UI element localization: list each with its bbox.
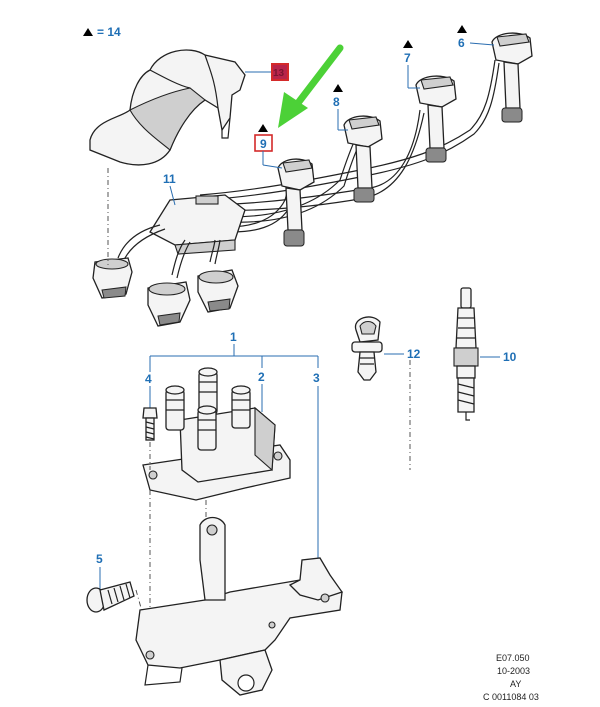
reference-line-3: AY — [510, 679, 521, 689]
callout-13[interactable]: 13 — [271, 63, 289, 81]
callout-4[interactable]: 4 — [145, 372, 152, 386]
drawing-reference: E07.050 10-2003 AY C 0011084 03 — [483, 653, 539, 702]
coil-bolt — [142, 407, 158, 441]
callout-9-label: 9 — [260, 137, 267, 151]
callout-6-triangle-icon — [457, 25, 467, 33]
reference-line-2: 10-2003 — [497, 666, 530, 676]
legend-triangle-icon — [83, 28, 93, 36]
green-pointer-arrow-icon — [278, 44, 344, 128]
plug-boot-8 — [343, 115, 383, 203]
callout-6[interactable]: 6 — [458, 36, 465, 50]
callout-10[interactable]: 10 — [503, 350, 517, 364]
lead-clip — [351, 316, 383, 381]
reference-line-1: E07.050 — [496, 653, 530, 663]
callout-1[interactable]: 1 — [230, 330, 237, 344]
coil-mounting-bracket — [135, 516, 344, 696]
callout-5[interactable]: 5 — [96, 552, 103, 566]
ignition-lead-set — [92, 59, 500, 327]
legend-text: = 14 — [97, 25, 121, 39]
plug-boot-6 — [491, 32, 533, 123]
reference-line-4: C 0011084 03 — [483, 692, 539, 702]
callout-7-triangle-icon — [403, 40, 413, 48]
bracket-bolt — [86, 581, 135, 613]
callout-7[interactable]: 7 — [404, 51, 411, 65]
callout-8-triangle-icon — [333, 84, 343, 92]
callout-13-label: 13 — [273, 68, 285, 79]
spark-plug — [453, 287, 479, 421]
callout-9[interactable]: 9 — [254, 134, 273, 152]
legend: = 14 — [83, 25, 121, 39]
callout-12[interactable]: 12 — [407, 347, 421, 361]
callout-8[interactable]: 8 — [333, 95, 340, 109]
callout-3[interactable]: 3 — [313, 371, 320, 385]
callout-2[interactable]: 2 — [258, 370, 265, 384]
plug-boot-9 — [277, 158, 315, 247]
plug-boot-7 — [415, 75, 457, 163]
callout-11[interactable]: 11 — [163, 172, 176, 186]
heat-shield — [89, 49, 246, 166]
ignition-coil — [142, 367, 291, 501]
callout-9-triangle-icon — [258, 124, 268, 132]
